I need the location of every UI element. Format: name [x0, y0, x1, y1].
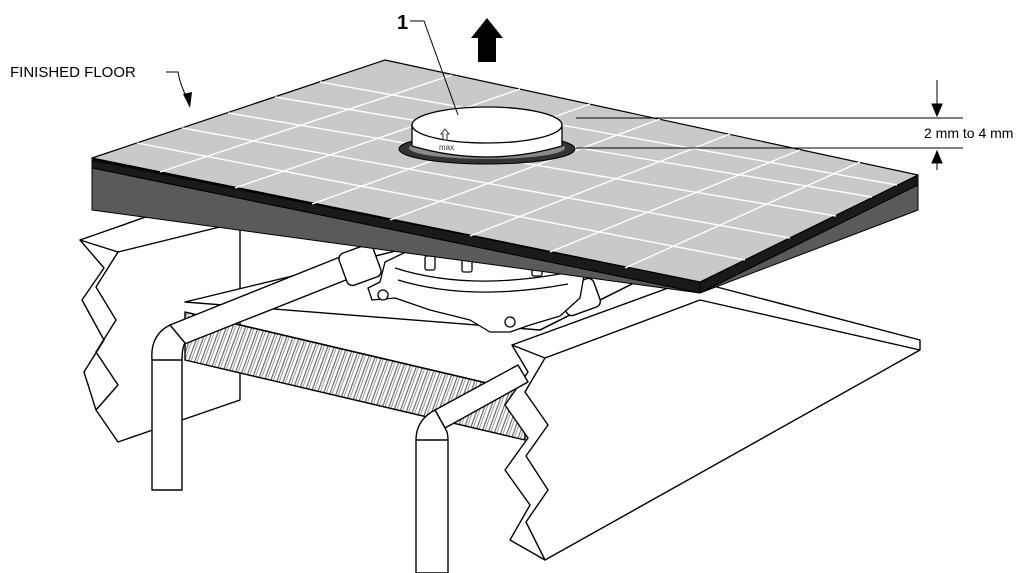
- up-arrow-icon: [471, 18, 503, 62]
- height-dimension: [576, 80, 963, 170]
- drain-housing: [367, 249, 586, 333]
- max-marking: max: [439, 143, 454, 152]
- finished-floor-slab: [91, 59, 919, 294]
- tile-surface: [91, 59, 919, 283]
- finished-floor-callout: FINISHED FLOOR: [10, 64, 192, 108]
- finished-floor-label: FINISHED FLOOR: [10, 64, 136, 81]
- pipe-left-elbow: [151, 324, 186, 491]
- max-arrow-icon: [439, 128, 451, 141]
- drain-cap: max: [398, 106, 576, 165]
- right-beam: [504, 279, 921, 561]
- callout-number: 1: [397, 12, 408, 34]
- callout-1: 1: [397, 12, 459, 116]
- dimension-label: 2 mm to 4 mm: [924, 125, 1013, 141]
- pipe-right-elbow: [415, 409, 449, 573]
